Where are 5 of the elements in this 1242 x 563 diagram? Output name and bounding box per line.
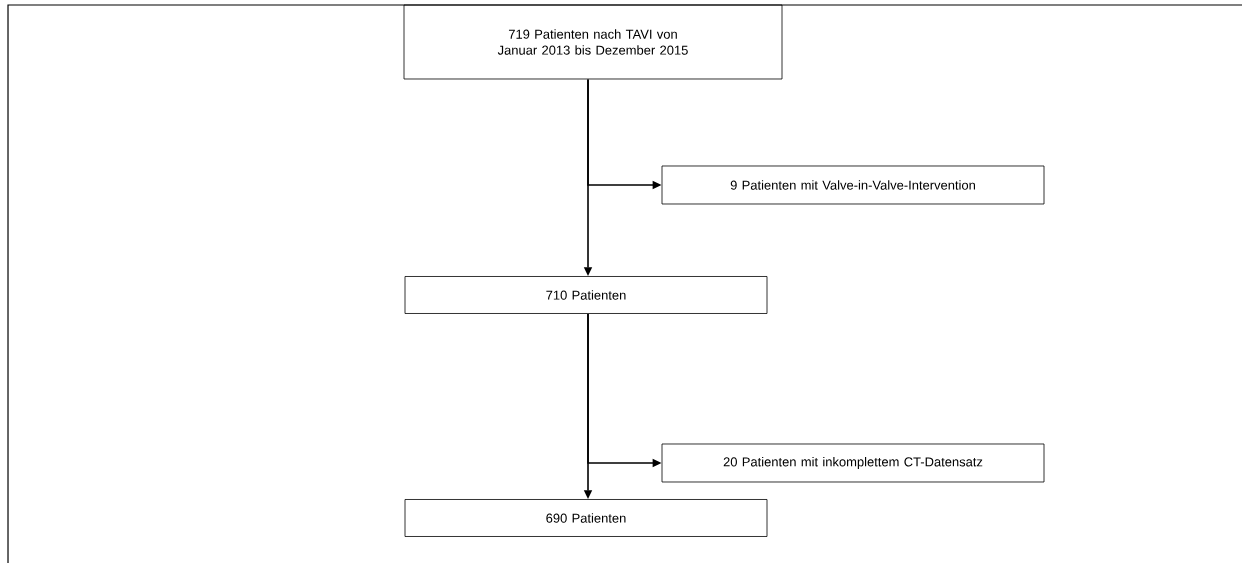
process-box: 710 Patienten: [404, 276, 768, 314]
process-box: 719 Patienten nach TAVI von Januar 2013 bis Dezember 2015: [403, 4, 783, 80]
process-box: 690 Patienten: [404, 499, 768, 537]
process-box: 9 Patienten mit Valve-in-Valve-Intervention: [661, 165, 1045, 205]
process-box: 20 Patienten mit inkomplettem CT-Datensatz: [661, 443, 1045, 483]
